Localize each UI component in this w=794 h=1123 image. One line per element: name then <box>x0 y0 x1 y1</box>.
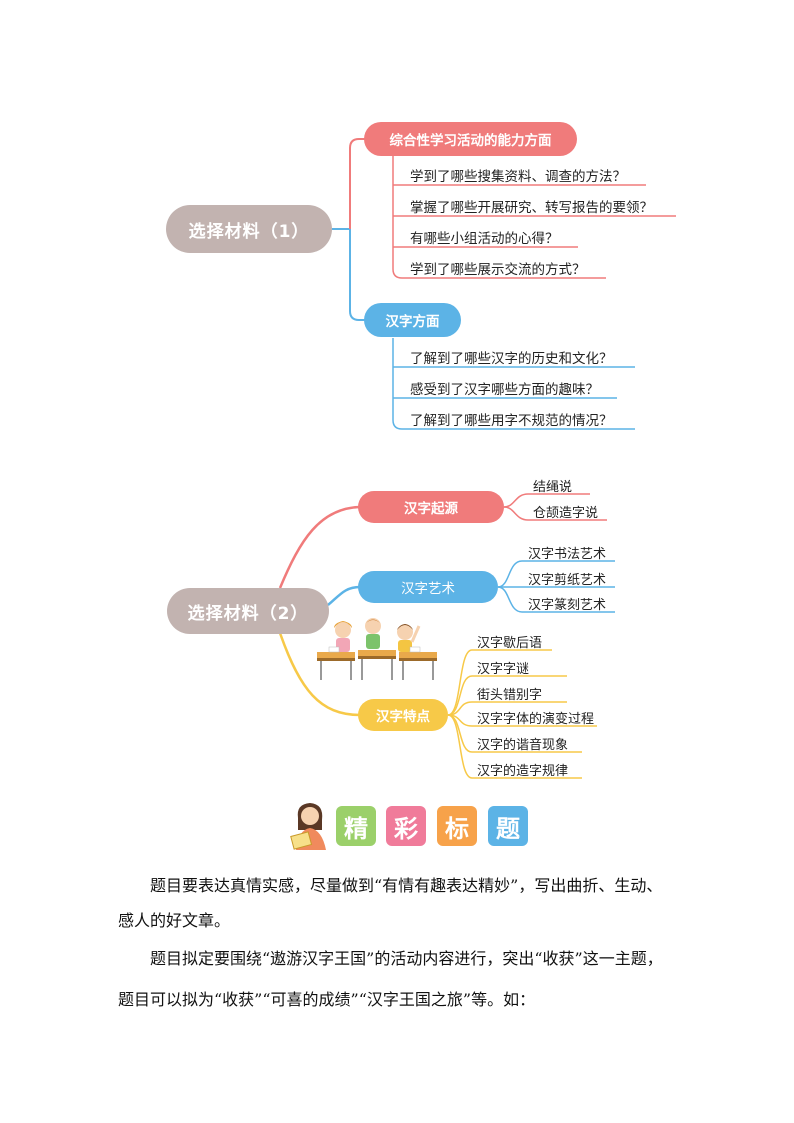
section-title-char-2: 彩 <box>386 806 426 846</box>
feature-item-1: 汉字歇后语 <box>477 636 543 651</box>
art-item-1: 汉字书法艺术 <box>528 547 607 562</box>
feature-item-2: 汉字字谜 <box>477 662 530 677</box>
ability-item-2: 掌握了哪些开展研究、转写报告的要领？ <box>410 200 653 216</box>
classroom-students-illustration <box>317 618 437 680</box>
ability-item-3: 有哪些小组活动的心得？ <box>410 231 559 247</box>
branch-art: 汉字艺术 <box>358 571 498 603</box>
branch-hanzi: 汉字方面 <box>364 303 461 337</box>
feature-item-5: 汉字的谐音现象 <box>477 738 569 753</box>
paragraph-1-line-1: 题目要表达真情实感，尽量做到“有情有趣表达精妙”，写出曲折、生动、 <box>150 876 663 895</box>
ability-item-1: 学到了哪些搜集资料、调查的方法？ <box>410 169 626 185</box>
paragraph-2-line-2: 题目可以拟为“收获”“可喜的成绩”“汉字王国之旅”等。如： <box>118 990 536 1009</box>
branch-origin: 汉字起源 <box>358 491 504 523</box>
feature-item-4: 汉字字体的演变过程 <box>477 712 595 727</box>
paragraph-2-line-1: 题目拟定要围绕“遨游汉字王国”的活动内容进行，突出“收获”这一主题， <box>150 949 663 968</box>
section-title-char-3: 标 <box>437 806 477 846</box>
paragraph-1-line-2: 感人的好文章。 <box>118 911 231 930</box>
ability-item-4: 学到了哪些展示交流的方式？ <box>410 262 586 278</box>
branch-ability: 综合性学习活动的能力方面 <box>364 122 577 156</box>
hanzi-item-2: 感受到了汉字哪些方面的趣味？ <box>410 382 599 398</box>
mindmap2-connectors <box>278 493 615 779</box>
mindmap2-root: 选择材料（2） <box>167 588 329 634</box>
hanzi-item-3: 了解到了哪些用字不规范的情况？ <box>410 413 613 429</box>
art-item-3: 汉字篆刻艺术 <box>528 598 607 613</box>
feature-item-6: 汉字的造字规律 <box>477 764 569 779</box>
teacher-reading-icon <box>290 803 326 850</box>
mindmap1-connectors <box>332 138 676 430</box>
art-item-2: 汉字剪纸艺术 <box>528 573 607 588</box>
section-title-char-1: 精 <box>336 806 376 846</box>
mindmap1-root: 选择材料（1） <box>166 205 332 253</box>
origin-item-2: 仓颉造字说 <box>533 506 599 521</box>
origin-item-1: 结绳说 <box>533 480 573 495</box>
feature-item-3: 街头错别字 <box>477 688 543 703</box>
section-title-char-4: 题 <box>488 806 528 846</box>
hanzi-item-1: 了解到了哪些汉字的历史和文化？ <box>410 351 613 367</box>
branch-feature: 汉字特点 <box>358 699 448 731</box>
